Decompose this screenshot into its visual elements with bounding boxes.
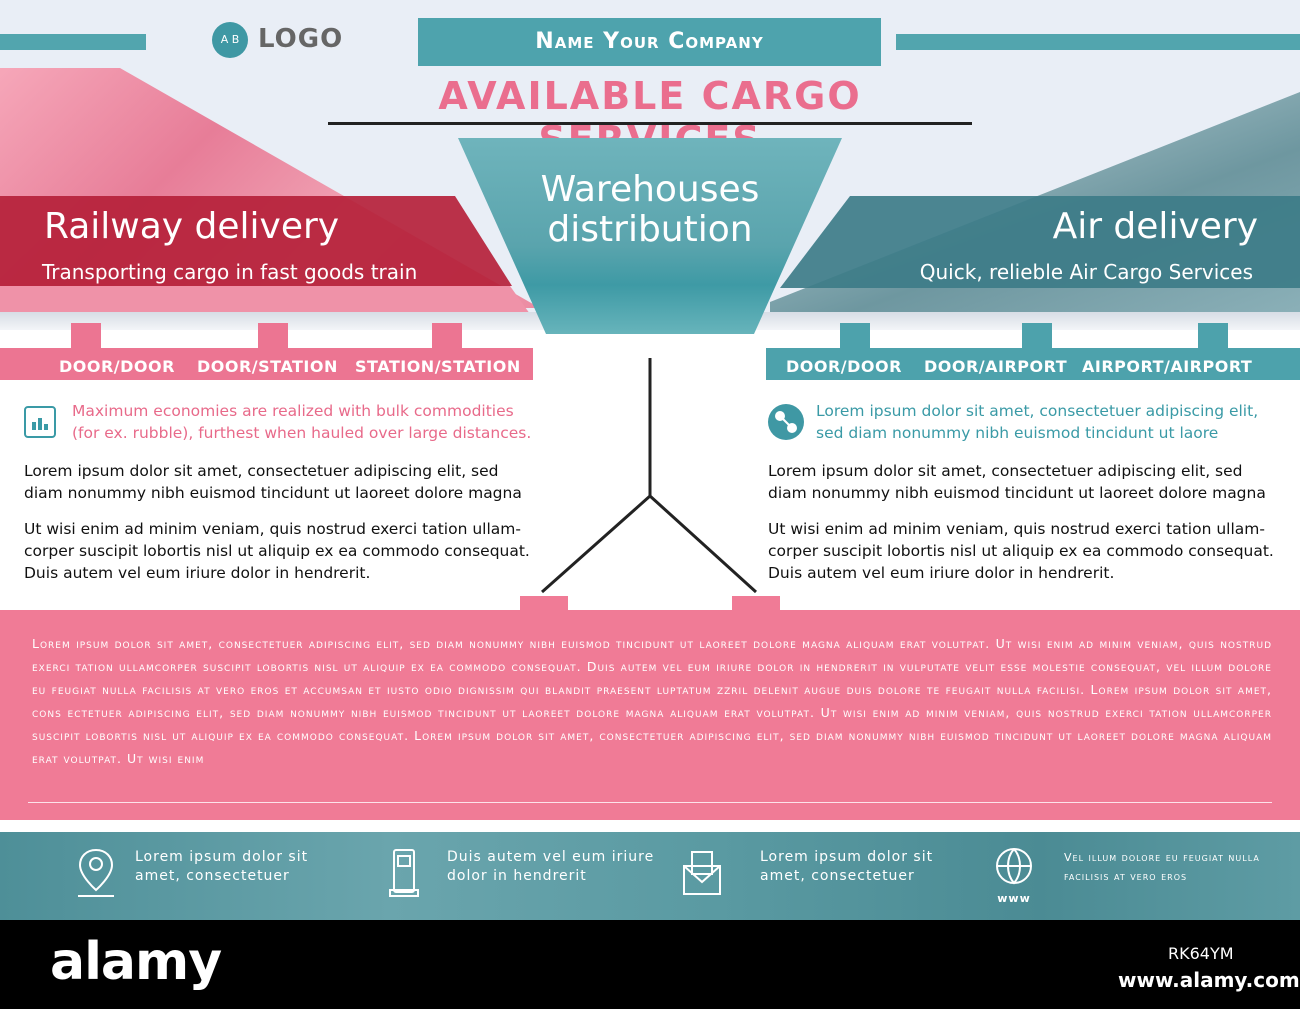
www-label: www [997,892,1031,905]
header-bar-left [0,34,146,50]
air-subtitle: Quick, relieble Air Cargo Services [919,260,1253,284]
tab-nub [1022,323,1052,349]
mail-icon [680,846,724,900]
railway-lead: Maximum economies are realized with bulk… [72,402,532,442]
location-pin-icon [74,846,118,900]
watermark-id: RK64YM [1168,944,1234,963]
footer-address: Lorem ipsum dolor sit amet, consectetuer [135,849,309,884]
chart-icon [24,406,56,438]
warehouse-title: Warehouses distribution [540,169,760,250]
watermark-band [0,920,1300,1009]
tab-door-station[interactable]: DOOR/STATION [197,357,338,376]
watermark-url: www.alamy.com [1118,968,1300,992]
railway-paragraph-1: Lorem ipsum dolor sit amet, consectetuer… [24,462,522,502]
footer-web: Vel illum dolore eu feugiat nulla facili… [1064,851,1260,883]
tab-nub [258,323,288,349]
title-rule [328,122,972,125]
tab-door-airport[interactable]: DOOR/AIRPORT [924,357,1068,376]
footer-email: Lorem ipsum dolor sit amet, consectetuer [760,849,934,884]
tab-nub [840,323,870,349]
tab-nub [432,323,462,349]
connector-nub-left [520,596,568,612]
ab-route-icon [768,404,804,440]
contact-footer [0,832,1300,920]
air-banner [780,196,1300,288]
air-title: Air delivery [1052,206,1258,247]
info-section [0,610,1300,820]
railway-subtitle: Transporting cargo in fast goods train [42,260,418,284]
tab-door-door-air[interactable]: DOOR/DOOR [786,357,902,376]
railway-tab-bar [0,348,533,380]
globe-icon [992,846,1036,900]
header-bar-right [896,34,1300,50]
watermark-logo: alamy [50,932,222,992]
railway-paragraph-2: Ut wisi enim ad minim veniam, quis nostr… [24,520,530,582]
tab-airport-airport[interactable]: AIRPORT/AIRPORT [1082,357,1253,376]
connector-nub-right [732,596,780,612]
railway-title: Railway delivery [44,206,340,247]
railway-banner-lower [0,286,530,314]
info-rule [28,802,1272,803]
info-text: Lorem ipsum dolor sit amet, consectetuer… [32,636,1272,766]
connector-lines [541,358,758,594]
air-paragraph-2: Ut wisi enim ad minim veniam, quis nostr… [768,520,1274,582]
railway-banner [0,196,512,286]
air-tab-bar [766,348,1300,380]
tab-nub [1198,323,1228,349]
air-lead: Lorem ipsum dolor sit amet, consectetuer… [816,402,1259,442]
company-name: Name Your Company [418,18,881,66]
footer-phone: Duis autem vel eum iriure dolor in hendr… [447,849,655,884]
tab-station-station[interactable]: STATION/STATION [355,357,521,376]
logo-icon: A B [212,22,248,58]
phone-icon [382,846,426,900]
air-paragraph-1: Lorem ipsum dolor sit amet, consectetuer… [768,462,1266,502]
logo-text: LOGO [258,24,344,54]
tab-nub [71,323,101,349]
tab-door-door[interactable]: DOOR/DOOR [59,357,175,376]
